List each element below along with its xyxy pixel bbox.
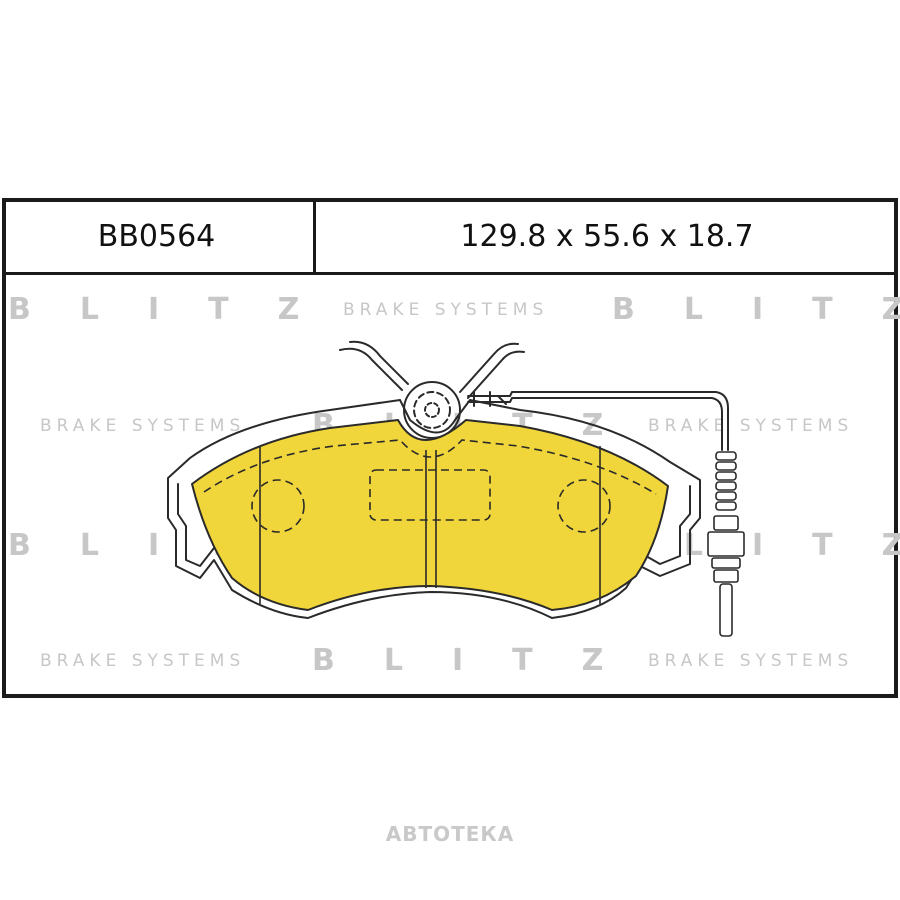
watermark-tagline: BRAKE SYSTEMS — [40, 651, 246, 671]
watermark-tagline: BRAKE SYSTEMS — [648, 651, 854, 671]
watermark-brand: BLITZ — [8, 292, 349, 327]
watermark-brand: BLITZ — [612, 528, 900, 563]
watermark-brand: BLITZ — [312, 408, 653, 443]
watermark-brand: BLITZ — [312, 643, 653, 678]
watermark-tagline: BRAKE SYSTEMS — [343, 300, 549, 320]
watermark-tagline: BRAKE SYSTEMS — [343, 536, 549, 556]
site-watermark: АВТОТЕКА — [385, 822, 515, 846]
part-number: BB0564 — [97, 218, 216, 254]
header-divider — [2, 272, 898, 275]
watermark-brand: BLITZ — [8, 528, 349, 563]
spec-frame: BB0564 129.8 x 55.6 x 18.7 — [0, 198, 900, 702]
watermark-brand: BLITZ — [612, 292, 900, 327]
watermark-tagline: BRAKE SYSTEMS — [40, 416, 246, 436]
dimensions: 129.8 x 55.6 x 18.7 — [460, 218, 754, 254]
spec-border — [2, 198, 898, 698]
header-column-divider — [313, 198, 316, 274]
watermark-tagline: BRAKE SYSTEMS — [648, 416, 854, 436]
